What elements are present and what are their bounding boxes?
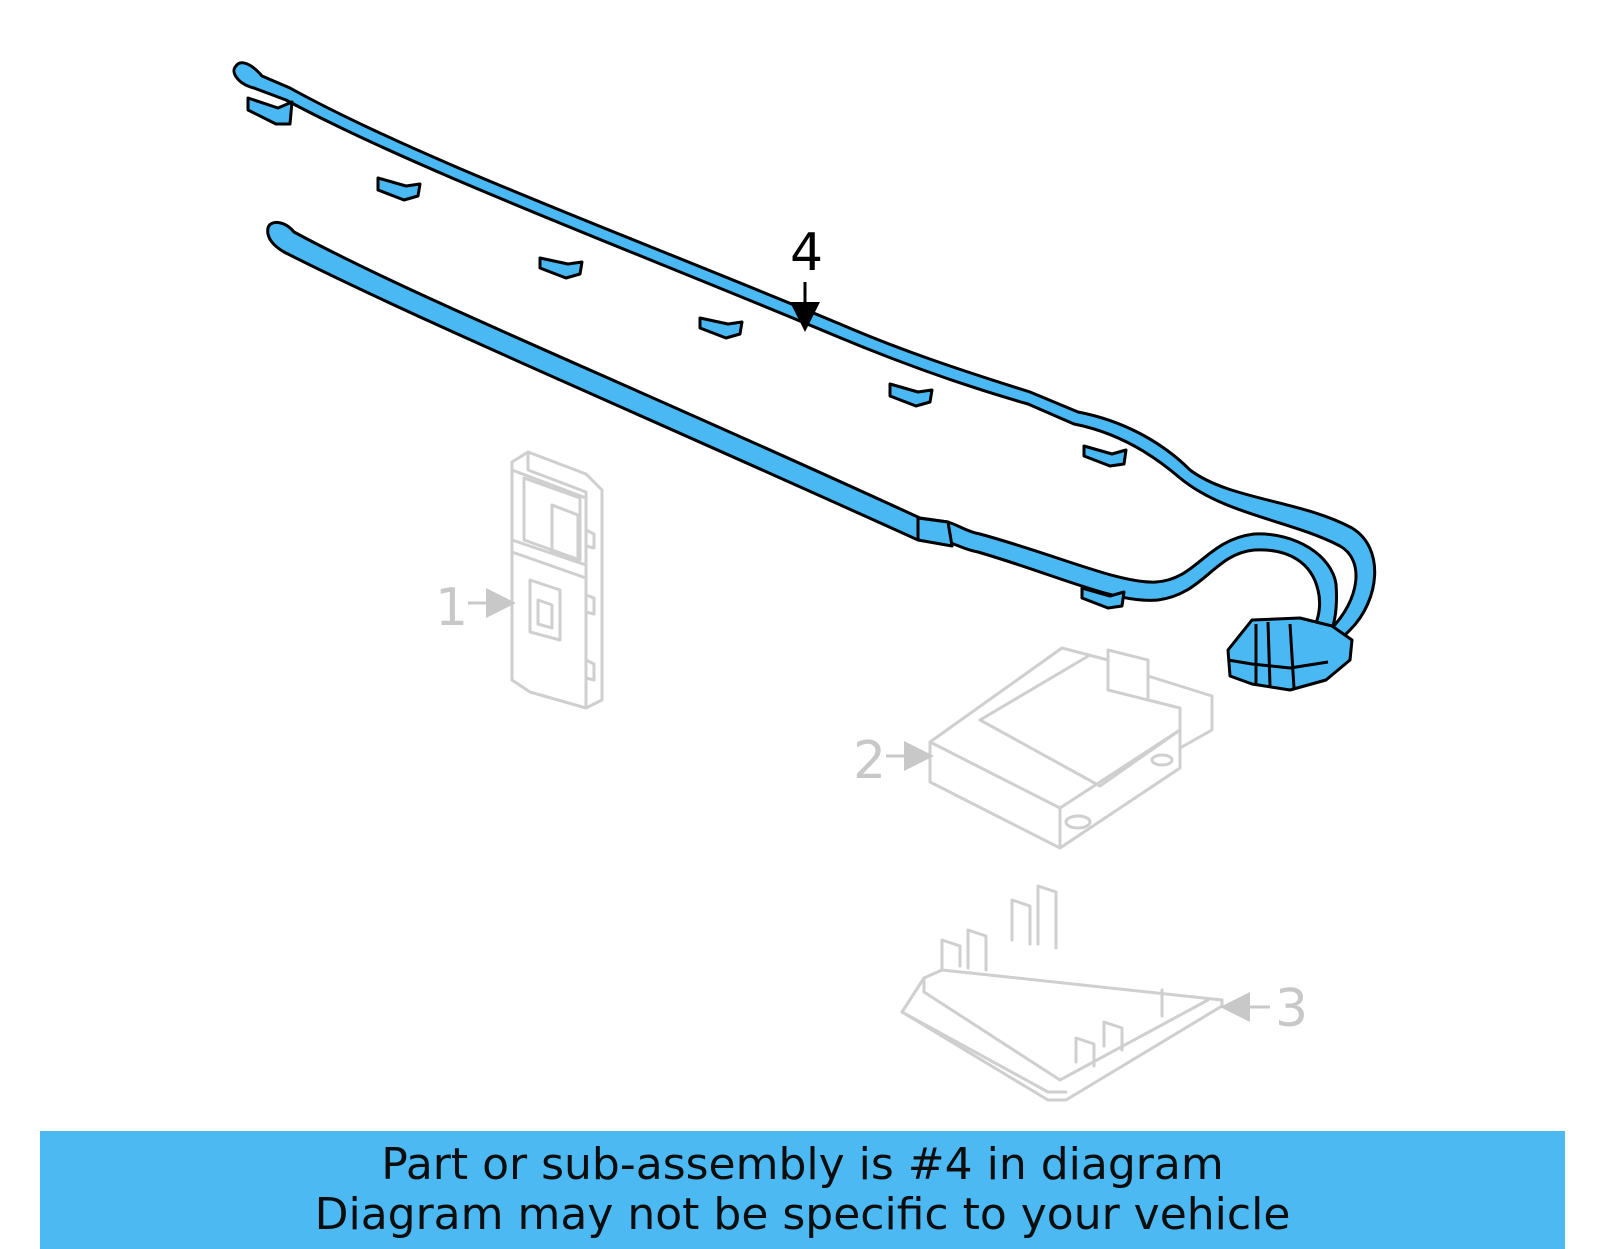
callout-2-number: 2 <box>853 731 886 791</box>
part-1-module <box>510 450 604 710</box>
callout-4: 4 <box>790 223 823 332</box>
caption-banner: Part or sub-assembly is #4 in diagram Di… <box>40 1131 1565 1249</box>
part-3-tray <box>900 884 1224 1102</box>
callout-3-number: 3 <box>1275 979 1308 1039</box>
part-2-control-unit <box>928 646 1214 850</box>
part-4-wiring-harness <box>232 61 1377 692</box>
caption-line-1: Part or sub-assembly is #4 in diagram <box>381 1139 1224 1190</box>
caption-line-2: Diagram may not be specific to your vehi… <box>314 1189 1291 1240</box>
callout-1-number: 1 <box>435 578 468 638</box>
callout-3: 3 <box>1220 979 1308 1039</box>
callout-1: 1 <box>435 578 516 638</box>
callout-4-number: 4 <box>790 223 823 283</box>
callout-2: 2 <box>853 731 934 791</box>
